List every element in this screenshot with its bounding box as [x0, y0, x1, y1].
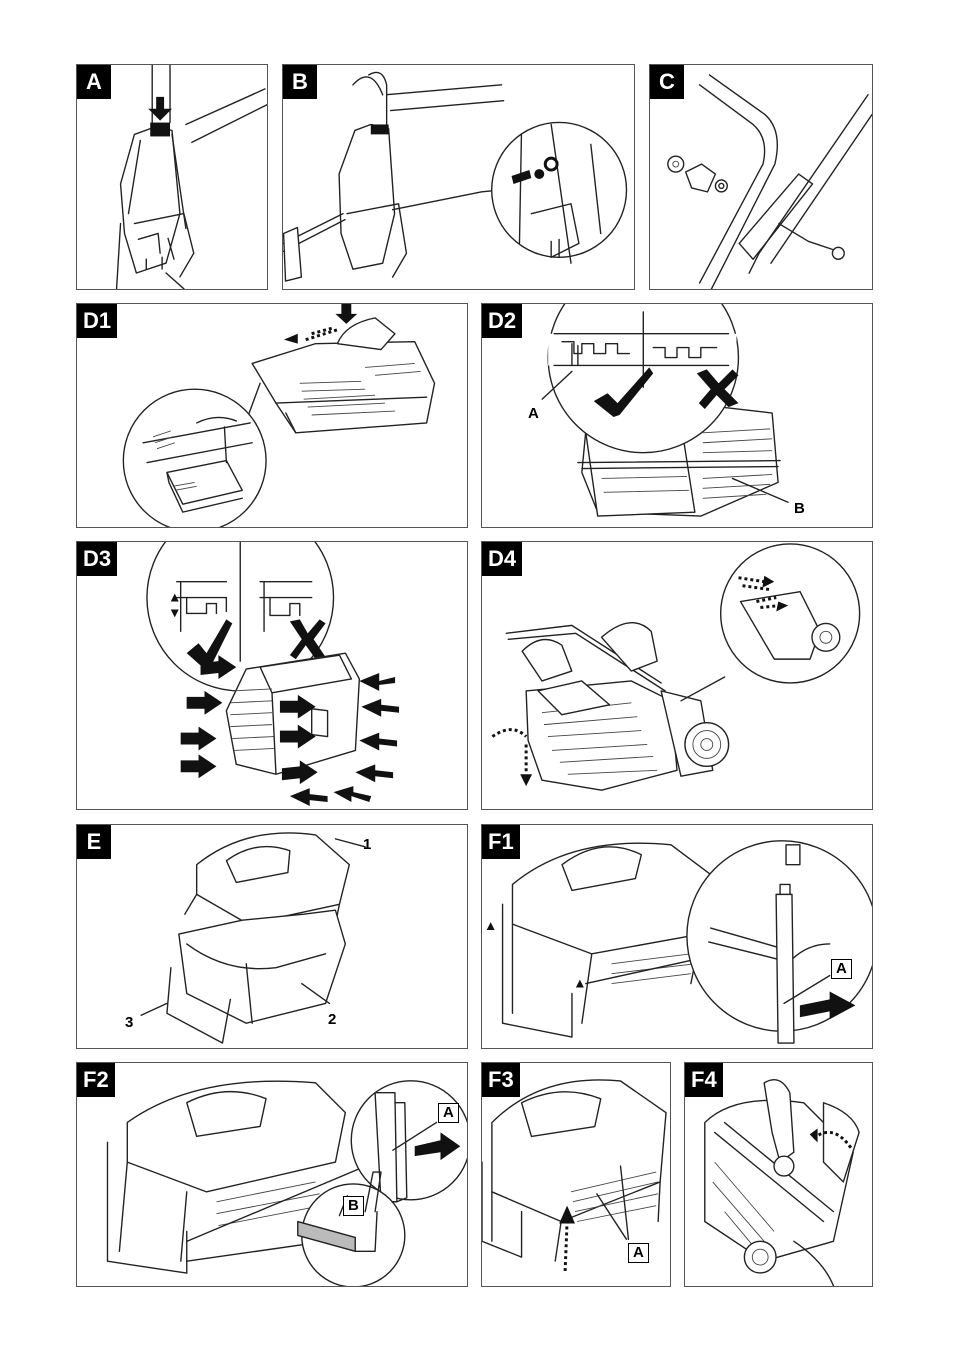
- panel-e-illustration: [140, 832, 366, 1044]
- panel-d4: D4: [481, 541, 873, 810]
- panel-f4-tag: F4: [685, 1063, 723, 1097]
- panel-f1: F1 A: [481, 824, 873, 1049]
- panel-b: B: [282, 64, 635, 290]
- panel-c: C: [649, 64, 873, 290]
- e-label-3: 3: [125, 1014, 134, 1031]
- panel-e: E 1 2 3: [76, 824, 468, 1049]
- panel-f3-illustration: [482, 1079, 667, 1272]
- panel-d4-tag: D4: [482, 542, 523, 576]
- panel-f3: F3 A: [481, 1062, 671, 1287]
- panel-e-tag: E: [77, 825, 111, 859]
- panel-d2-tag: D2: [482, 304, 523, 338]
- panel-d3-tag: D3: [77, 542, 118, 576]
- e-label-2: 2: [328, 1011, 337, 1028]
- f1-label-a: A: [831, 959, 852, 979]
- f2-label-b: B: [343, 1196, 364, 1216]
- panel-d1-illustration: [122, 304, 436, 527]
- panel-d1-tag: D1: [77, 304, 118, 338]
- panel-d2-illustration: [541, 304, 789, 517]
- panel-f1-tag: F1: [482, 825, 520, 859]
- e-label-1: 1: [363, 836, 372, 853]
- d2-label-a: A: [528, 405, 539, 422]
- panel-b-tag: B: [283, 65, 317, 99]
- panel-a-tag: A: [77, 65, 111, 99]
- panel-d2: D2 A B: [481, 303, 873, 528]
- panel-d1: D1: [76, 303, 468, 528]
- f3-label-a: A: [628, 1243, 649, 1263]
- panel-c-tag: C: [650, 65, 684, 99]
- panel-f2-illustration: [106, 1080, 467, 1286]
- panel-f1-illustration: [486, 840, 872, 1044]
- panel-f4-illustration: [704, 1079, 860, 1286]
- d2-label-b: B: [794, 500, 805, 517]
- panel-d4-illustration: [491, 543, 861, 791]
- panel-a-illustration: [115, 65, 267, 289]
- panel-c-illustration: [667, 74, 872, 289]
- panel-f3-tag: F3: [482, 1063, 520, 1097]
- panel-f2-tag: F2: [77, 1063, 115, 1097]
- panel-f2: F2 A B: [76, 1062, 468, 1287]
- panel-d3: D3: [76, 541, 468, 810]
- panel-f4: F4: [684, 1062, 873, 1287]
- f2-label-a: A: [438, 1103, 459, 1123]
- panel-d3-illustration: [146, 542, 400, 807]
- panel-a: A: [76, 64, 268, 290]
- panel-b-illustration: [283, 71, 628, 282]
